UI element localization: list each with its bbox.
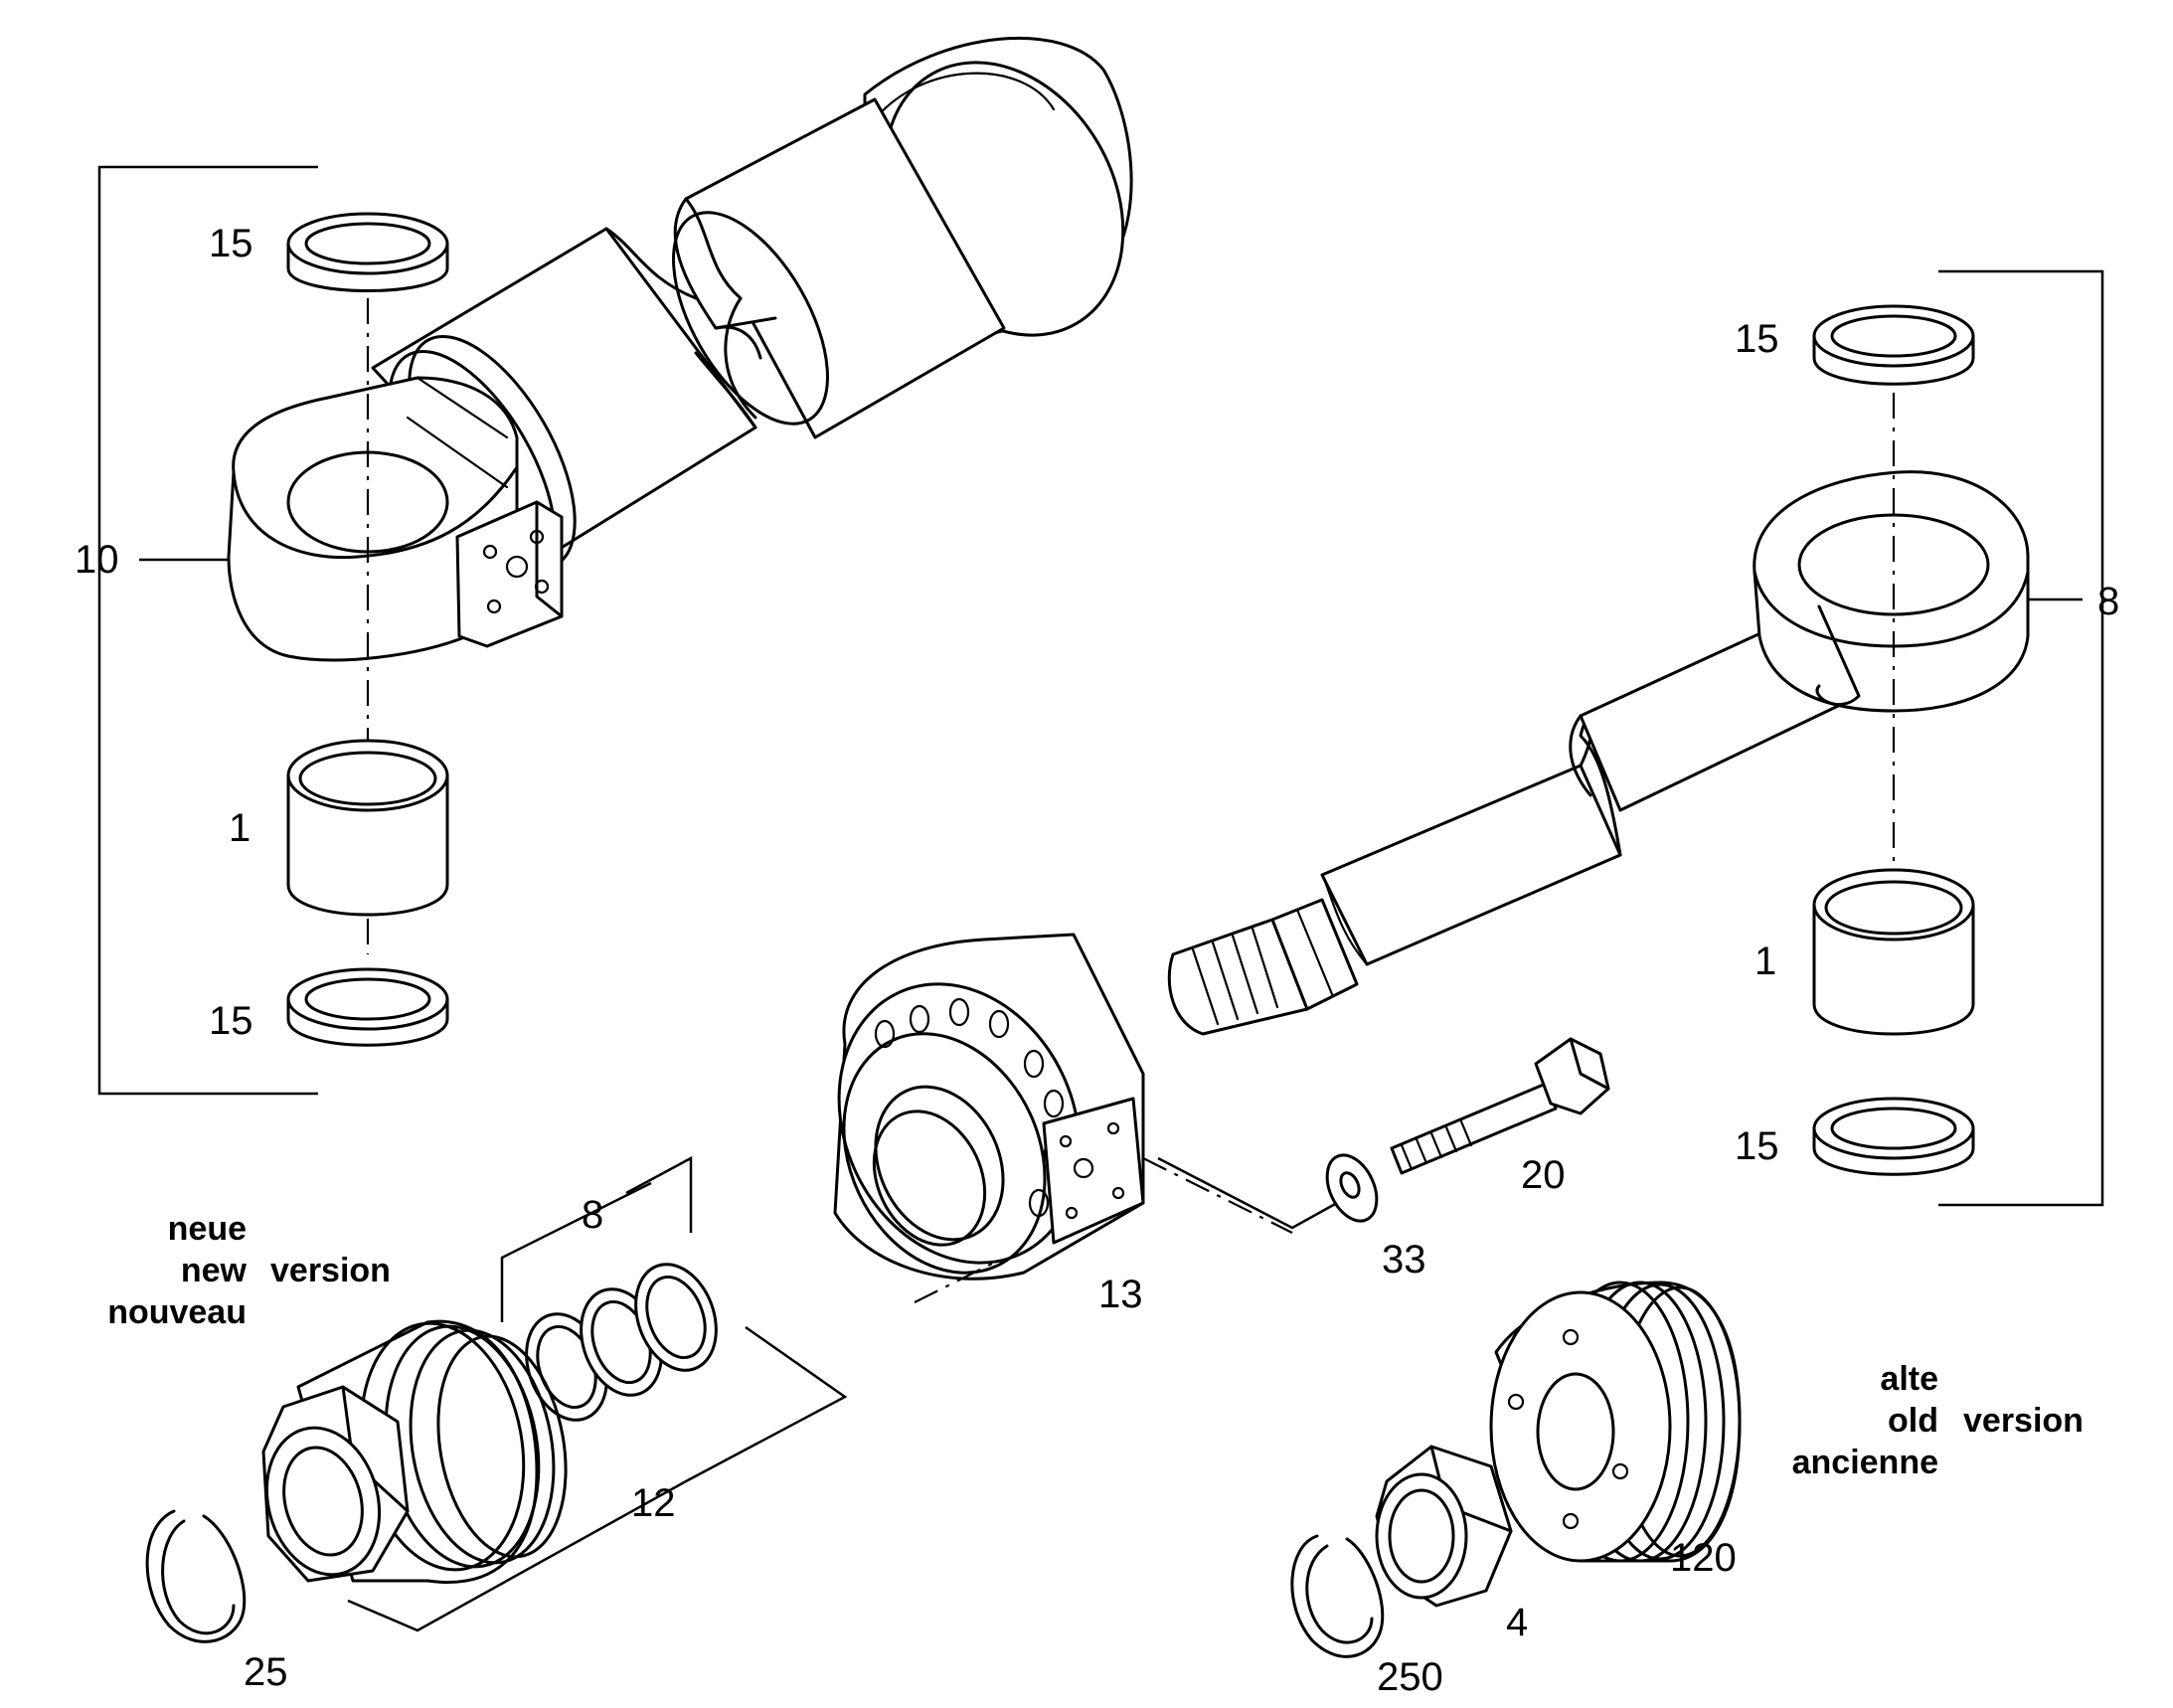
new-version-word: version	[270, 1252, 391, 1289]
callout-120: 120	[1670, 1536, 1737, 1580]
old-version-caption: alte old version ancienne	[1792, 1360, 2084, 1481]
callout-12: 12	[631, 1481, 676, 1525]
bolt	[1390, 1037, 1610, 1175]
bracket-8	[1938, 269, 2104, 1207]
piston-gland	[833, 933, 1293, 1303]
new-version-line3: nouveau	[107, 1293, 247, 1331]
callout-4: 4	[1506, 1601, 1528, 1644]
washer	[1157, 1153, 1379, 1230]
callout-1-right: 1	[1755, 939, 1776, 983]
callout-15-bottom-right: 15	[1735, 1124, 1779, 1168]
callout-10: 10	[75, 538, 119, 582]
old-version-line3: ancienne	[1792, 1444, 1938, 1481]
new-version-group	[145, 1155, 848, 1643]
new-version-line1: neue	[168, 1210, 247, 1248]
callout-25: 25	[244, 1650, 288, 1694]
bushing-left	[286, 739, 449, 917]
seal-ring-top-right	[1812, 304, 1975, 386]
old-version-line2: old	[1888, 1402, 1938, 1440]
callout-15-top-left: 15	[209, 222, 253, 265]
seal-ring-bottom-right	[1812, 1097, 1975, 1176]
callout-250: 250	[1377, 1655, 1443, 1699]
callout-20: 20	[1521, 1153, 1566, 1197]
new-version-line2: new	[181, 1252, 248, 1289]
callout-33: 33	[1382, 1238, 1426, 1281]
cylinder-tube	[371, 36, 1133, 586]
callout-labels: 10 15 1 15 15 8 1 15 20 33 13 8 12 25 12…	[75, 222, 2119, 1699]
callout-13: 13	[1098, 1273, 1143, 1316]
new-version-caption: neue new version nouveau	[107, 1210, 391, 1331]
old-version-group	[1290, 1281, 1742, 1658]
bushing-right	[1812, 868, 1975, 1036]
old-version-line1: alte	[1880, 1360, 1938, 1398]
callout-8-right: 8	[2097, 580, 2119, 623]
seal-ring-bottom-left	[286, 967, 449, 1047]
cylinder-eye-clevis	[227, 376, 564, 662]
callout-15-bottom-left: 15	[209, 999, 253, 1043]
rod-eye	[1753, 470, 2030, 713]
seal-ring-top-left	[286, 212, 449, 292]
callout-8-seals: 8	[582, 1193, 603, 1237]
old-version-word: version	[1963, 1402, 2084, 1440]
callout-1-left: 1	[229, 806, 251, 850]
bracket-10	[97, 165, 318, 1096]
callout-15-top-right: 15	[1735, 317, 1779, 361]
